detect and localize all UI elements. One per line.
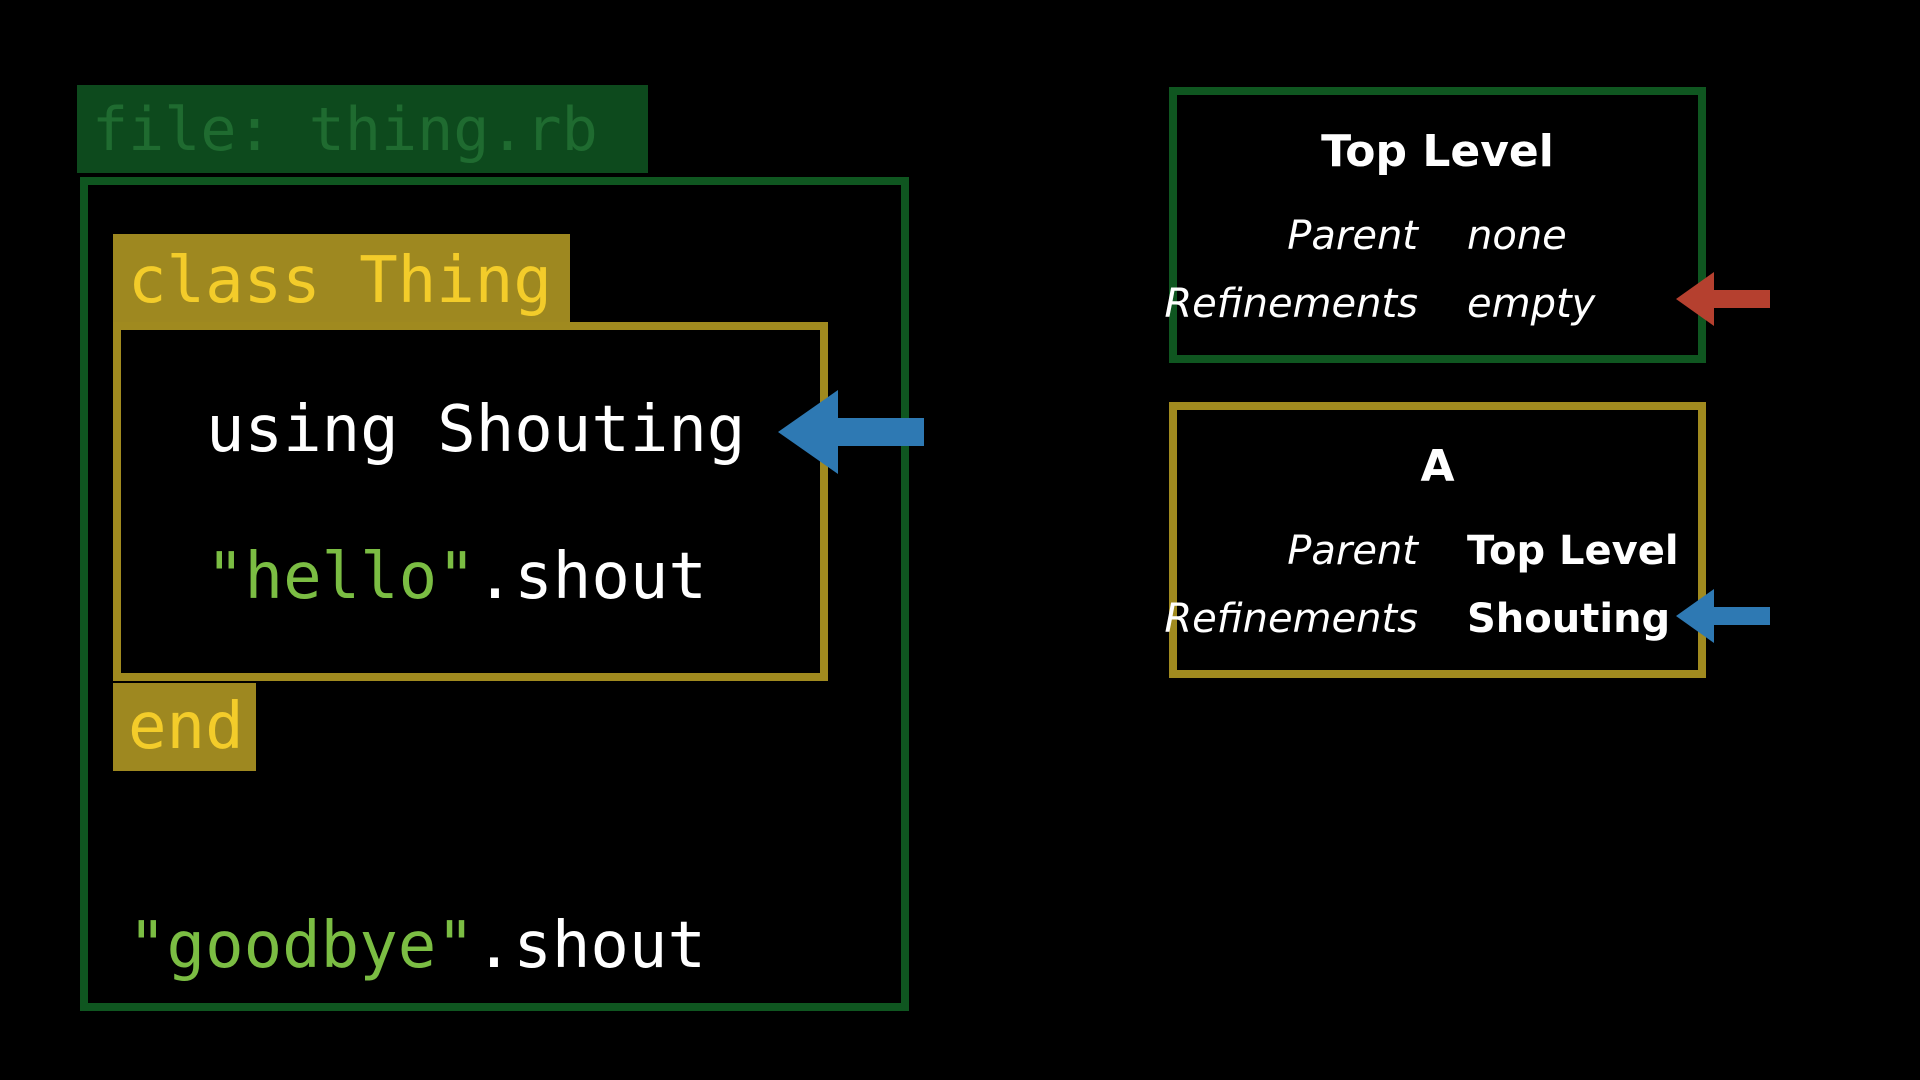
refinements-value: Shouting bbox=[1467, 596, 1671, 642]
hello-method-call: .shout bbox=[475, 540, 707, 614]
class-scope-box bbox=[113, 322, 828, 681]
scope-title: Top Level bbox=[1321, 126, 1554, 177]
class-keyword-tab bbox=[113, 234, 570, 323]
arrow-left-icon bbox=[1676, 589, 1770, 643]
class-declaration: class Thing bbox=[128, 244, 552, 318]
goodbye-method-call: .shout bbox=[474, 909, 706, 983]
parent-value: Top Level bbox=[1467, 528, 1679, 574]
goodbye-shout-line: "goodbye".shout bbox=[128, 910, 706, 982]
scope-title: A bbox=[1420, 441, 1455, 492]
file-label: file: thing.rb bbox=[92, 95, 598, 165]
parent-value: none bbox=[1467, 213, 1567, 259]
refinements-value: empty bbox=[1467, 281, 1596, 327]
file-label-tab bbox=[77, 85, 648, 173]
class-end: end bbox=[128, 690, 244, 764]
using-statement: using Shouting bbox=[206, 393, 746, 467]
goodbye-string: "goodbye" bbox=[128, 909, 475, 983]
hello-shout-line: "hello".shout bbox=[206, 541, 707, 613]
hello-string: "hello" bbox=[206, 540, 476, 614]
class-a-scope-box: A Parent Top Level Refinements Shouting bbox=[1164, 402, 1706, 678]
end-keyword-tab bbox=[113, 683, 256, 771]
parent-label: Parent bbox=[1287, 528, 1418, 574]
parent-label: Parent bbox=[1287, 213, 1418, 259]
arrow-left-icon bbox=[778, 390, 924, 474]
top-level-scope-box: Top Level Parent none Refinements empty bbox=[1164, 87, 1706, 363]
refinements-label: Refinements bbox=[1164, 596, 1418, 642]
refinements-label: Refinements bbox=[1164, 281, 1418, 327]
arrow-left-icon bbox=[1676, 272, 1770, 326]
file-scope-box bbox=[80, 177, 909, 1011]
